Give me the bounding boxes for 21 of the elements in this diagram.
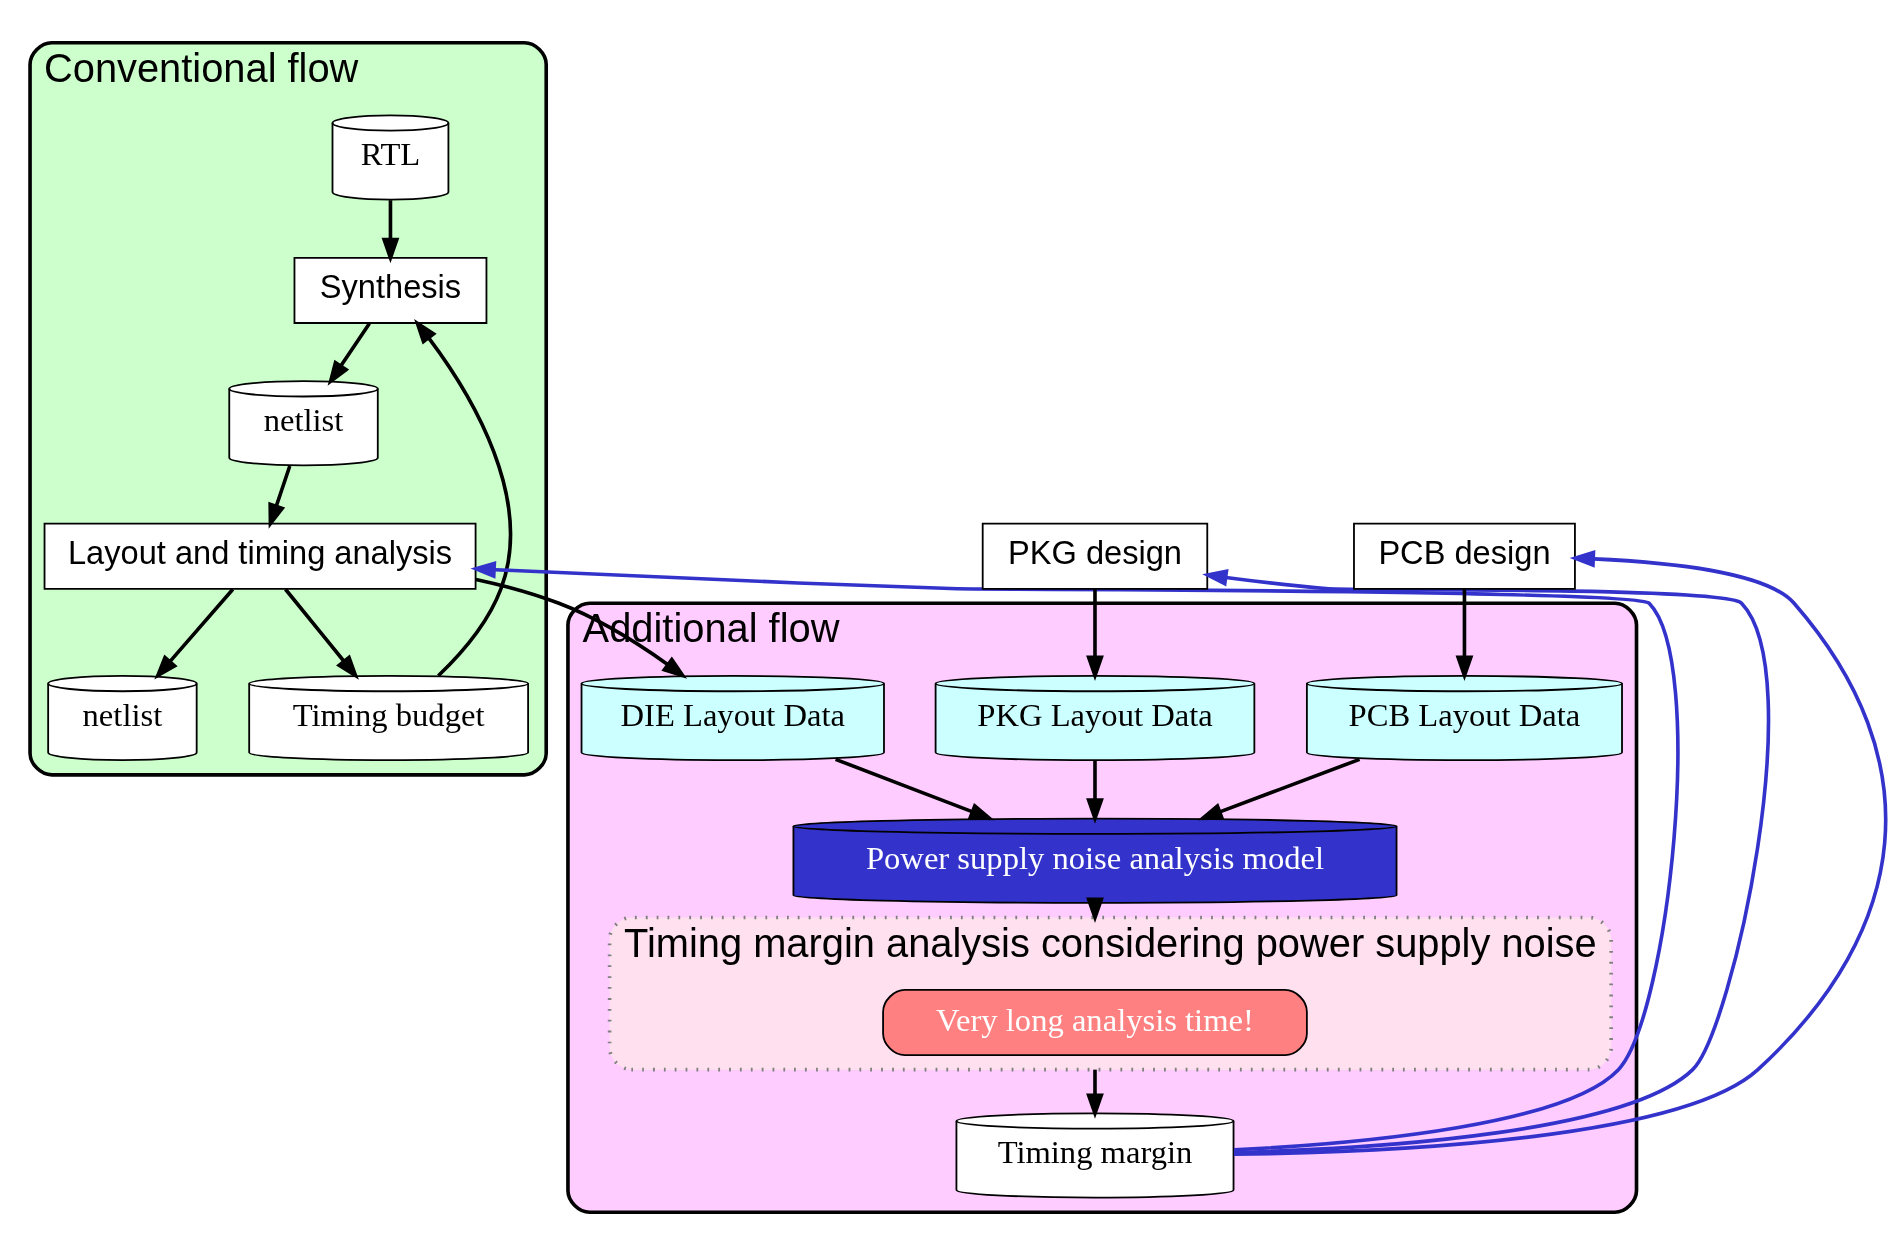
arrow (414, 318, 513, 677)
arrow (834, 757, 995, 820)
node-box: PCB design (1353, 522, 1576, 590)
arrow (470, 560, 1680, 1152)
arrow (1234, 549, 1887, 1156)
arrow (1455, 588, 1474, 681)
node-box: Layout and timing analysis (43, 522, 477, 590)
arrow (268, 464, 292, 529)
node-box: Synthesis (293, 256, 488, 324)
arrow (1202, 568, 1770, 1154)
arrow (154, 587, 235, 680)
arrow (1086, 588, 1104, 681)
arrow (1197, 757, 1361, 820)
arrow (284, 587, 359, 680)
node-box: Very long analysis time! (882, 988, 1308, 1056)
arrow (1086, 760, 1104, 824)
arrow (327, 322, 371, 386)
arrow (1086, 897, 1104, 923)
arrow (1086, 1069, 1104, 1119)
arrow (381, 199, 400, 263)
node-box: PKG design (981, 522, 1209, 590)
